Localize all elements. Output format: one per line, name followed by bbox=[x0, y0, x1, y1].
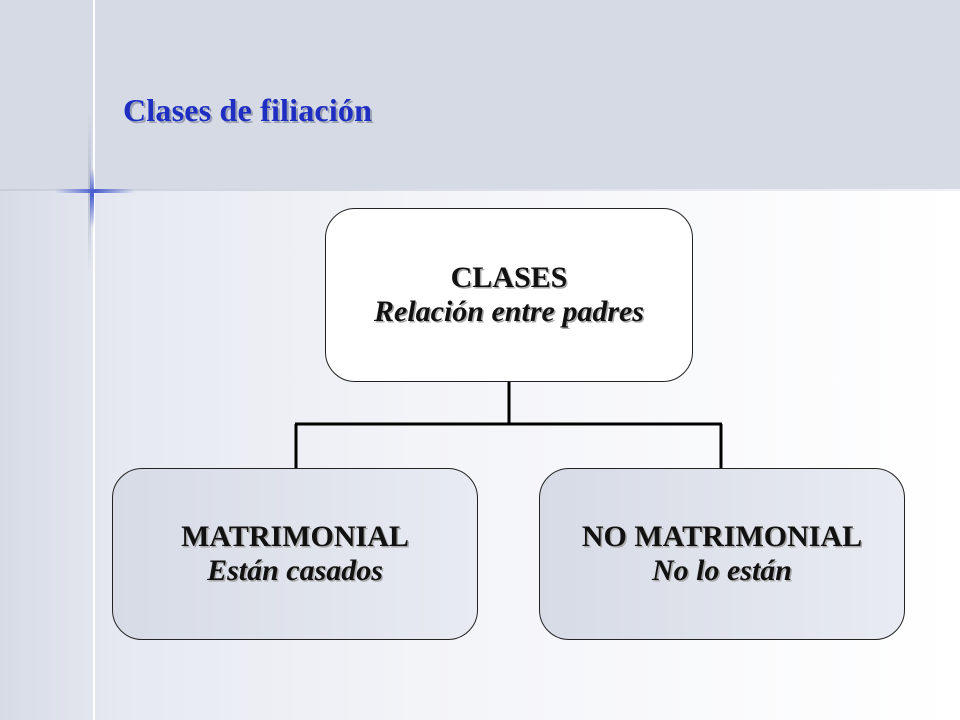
node-root: CLASES Relación entre padres bbox=[325, 208, 693, 382]
node-no-matrimonial-name: NO MATRIMONIAL bbox=[581, 520, 863, 553]
node-matrimonial: MATRIMONIAL Están casados bbox=[112, 468, 478, 640]
node-matrimonial-name: MATRIMONIAL bbox=[181, 520, 409, 553]
header-band bbox=[0, 0, 960, 190]
header-divider bbox=[0, 189, 960, 191]
node-no-matrimonial: NO MATRIMONIAL No lo están bbox=[539, 468, 905, 640]
node-root-name: CLASES bbox=[450, 261, 568, 294]
decorative-cross-blue-vertical bbox=[90, 168, 94, 228]
node-no-matrimonial-description: No lo están bbox=[651, 554, 792, 587]
decorative-vertical-line bbox=[93, 0, 95, 720]
node-matrimonial-description: Están casados bbox=[207, 554, 383, 587]
node-root-description: Relación entre padres bbox=[374, 295, 644, 328]
decorative-cross-blue-horizontal bbox=[55, 189, 135, 193]
slide-title: Clases de filiación bbox=[123, 92, 373, 128]
